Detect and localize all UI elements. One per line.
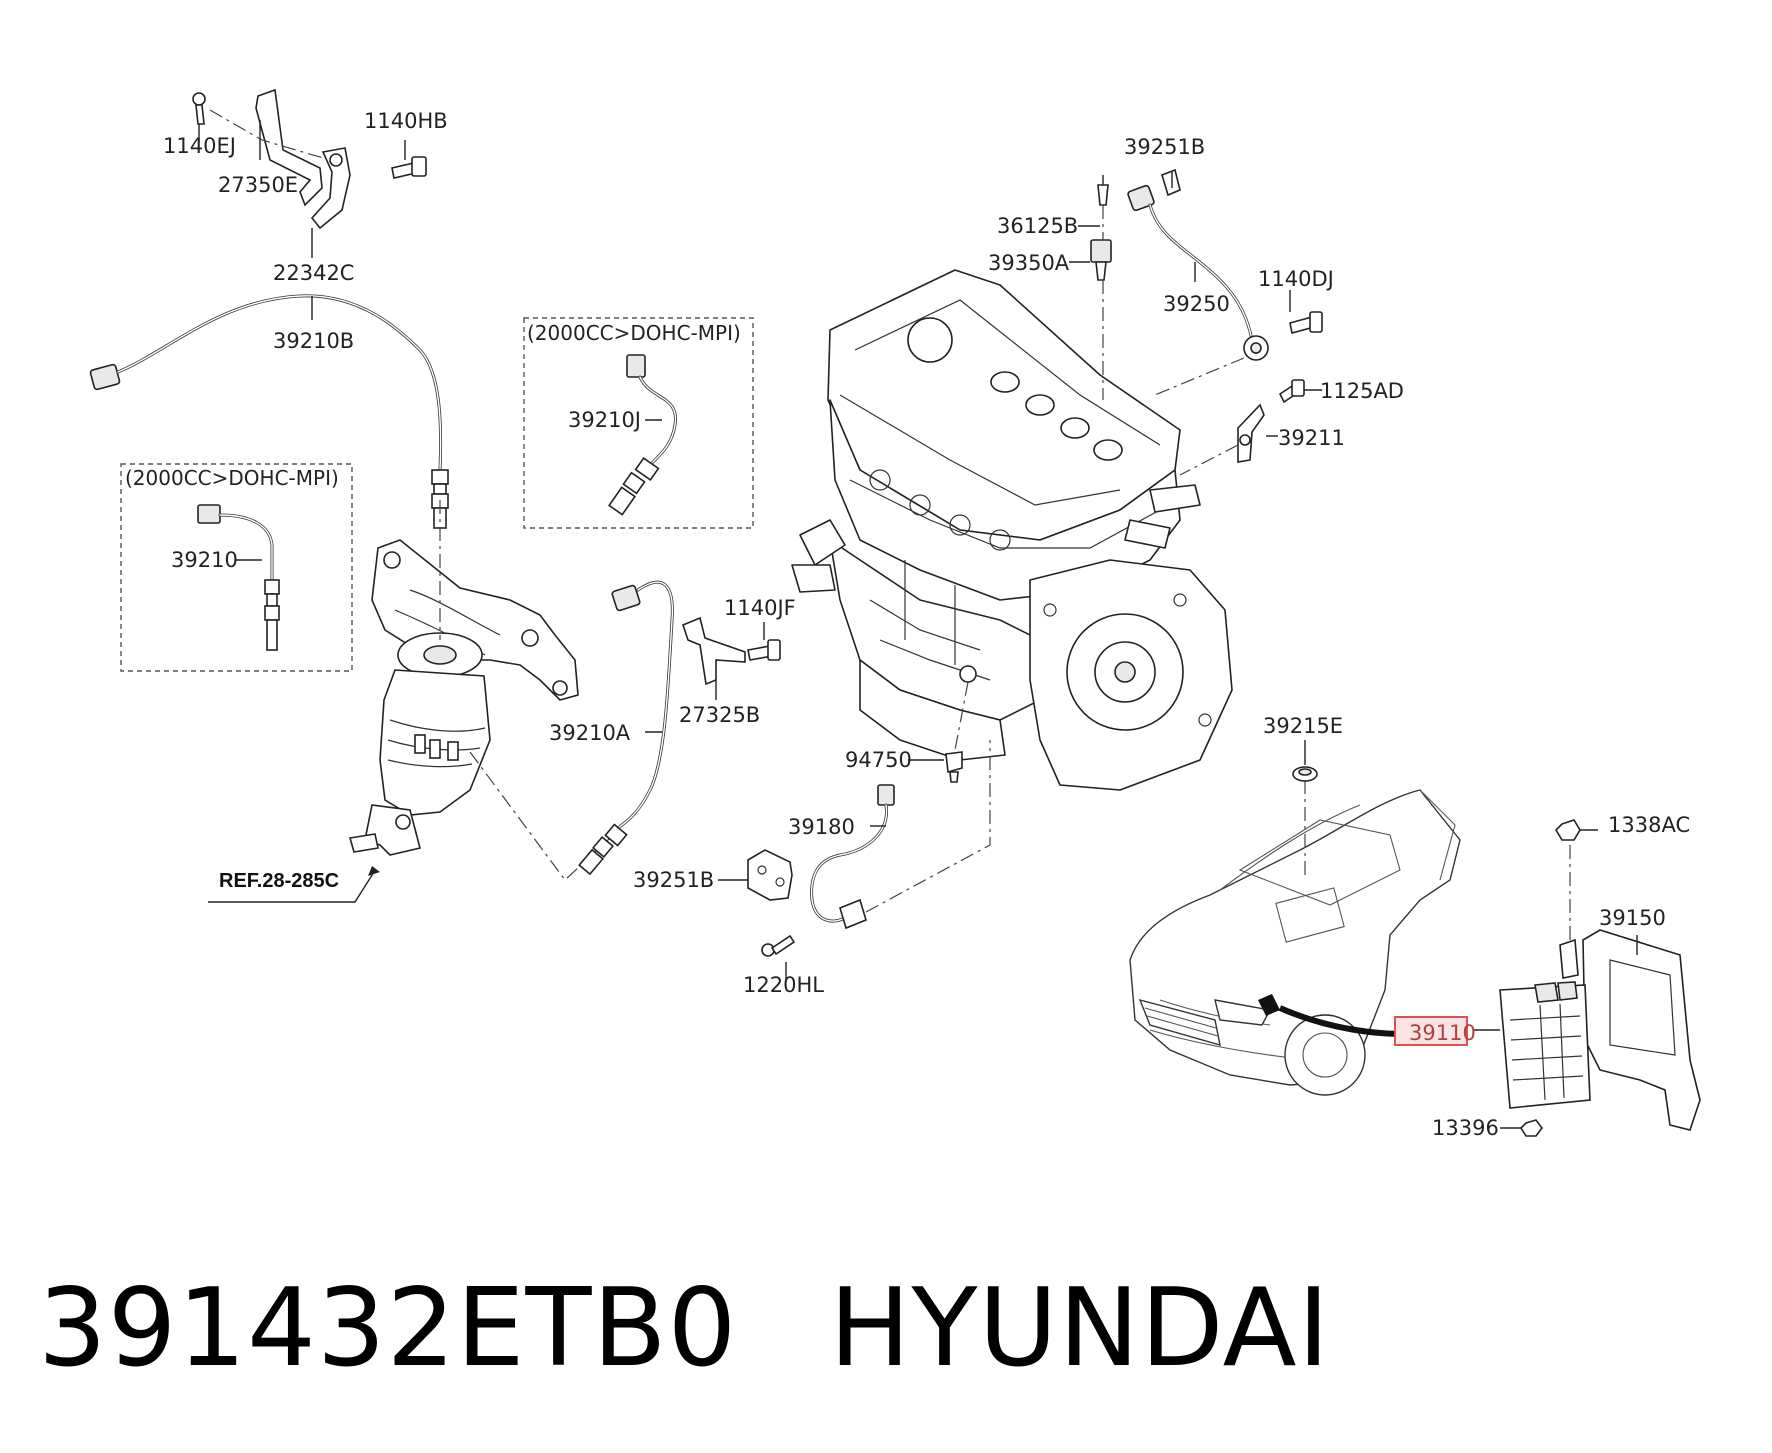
ecu-location-marker [1258, 994, 1280, 1016]
bolt-1220hl-icon [761, 934, 796, 980]
leader-lines [718, 172, 1638, 1129]
bracket-27350e-icon [255, 88, 323, 207]
variant-box-middle [523, 317, 754, 529]
reference-arrow-icon [208, 866, 380, 903]
label-1140ej: 1140EJ [163, 134, 236, 158]
oxygen-sensor-39210-drawing [197, 504, 280, 651]
highlight-box-39110 [1394, 1016, 1468, 1046]
exhaust-manifold-drawing [348, 500, 611, 881]
label-39250: 39250 [1163, 292, 1230, 316]
reference-label: REF.28-285C [219, 870, 339, 892]
label-39251b-top: 39251B [1124, 135, 1205, 159]
vehicle-location-drawing [1129, 780, 1461, 1096]
ecu-bracket-39150-drawing [1559, 845, 1701, 1131]
brand-name: HYUNDAI [829, 1266, 1331, 1391]
nut-1338ac-icon [1554, 819, 1581, 841]
label-39210: 39210 [171, 548, 238, 572]
oxygen-sensor-39210b-drawing [89, 294, 449, 529]
label-1338ac: 1338AC [1608, 813, 1690, 837]
label-39210b: 39210B [273, 329, 354, 353]
bolt-1140jf-icon [747, 622, 781, 661]
label-1140hb: 1140HB [364, 109, 448, 133]
label-94750: 94750 [845, 748, 912, 772]
label-22342c: 22342C [273, 261, 354, 285]
bolt-1125ad-icon [1278, 379, 1305, 404]
nut-13396-icon [1519, 1119, 1543, 1137]
sensor-39350a-icon [1090, 175, 1112, 400]
label-1220hl: 1220HL [743, 973, 824, 997]
label-36125b: 36125B [997, 214, 1078, 238]
bolt-1140hb-icon [391, 156, 427, 179]
variant-box-left [120, 463, 353, 672]
bracket-assembly-drawing [192, 88, 427, 258]
label-1140dj: 1140DJ [1258, 267, 1334, 291]
label-27325b: 27325B [679, 703, 760, 727]
label-39180: 39180 [788, 815, 855, 839]
bracket-27325b-icon [682, 616, 746, 700]
label-39210j: 39210J [568, 408, 641, 432]
variant-note-middle: (2000CC>DOHC-MPI) [527, 321, 741, 345]
bracket-39251b-bottom-icon [747, 849, 793, 901]
knock-sensor-39250-drawing [1127, 168, 1269, 396]
oxygen-sensor-39210j-drawing [608, 354, 678, 516]
part-labels: 1140EJ 27350E 1140HB 22342C 39210B 39210… [125, 109, 1690, 1140]
sensor-39180-drawing [810, 740, 991, 930]
label-1140jf: 1140JF [724, 596, 796, 620]
label-27350e: 27350E [218, 173, 298, 197]
oxygen-sensor-39210a-drawing [578, 580, 674, 876]
label-13396: 13396 [1432, 1116, 1499, 1140]
grommet-39215e-icon [1292, 766, 1318, 782]
label-1125ad: 1125AD [1320, 379, 1404, 403]
bolt-1140dj-icon [1289, 311, 1323, 334]
part-number: 391432ETB0 [38, 1266, 738, 1391]
variant-note-left: (2000CC>DOHC-MPI) [125, 466, 339, 490]
engine-block-drawing [791, 269, 1233, 791]
bracket-22342c-icon [310, 147, 351, 230]
label-39211: 39211 [1278, 426, 1345, 450]
label-39210a: 39210A [549, 721, 631, 745]
drain-plug-94750-icon [945, 751, 963, 783]
bolt-1140ej-icon [192, 92, 206, 125]
label-39350a: 39350A [988, 251, 1070, 275]
label-39150: 39150 [1599, 906, 1666, 930]
label-39251b-bottom: 39251B [633, 868, 714, 892]
label-39110: 39110 [1409, 1021, 1476, 1045]
ecu-module-39110-drawing [1499, 981, 1591, 1109]
bracket-39211-icon [1179, 403, 1265, 476]
label-39215e: 39215E [1263, 714, 1343, 738]
